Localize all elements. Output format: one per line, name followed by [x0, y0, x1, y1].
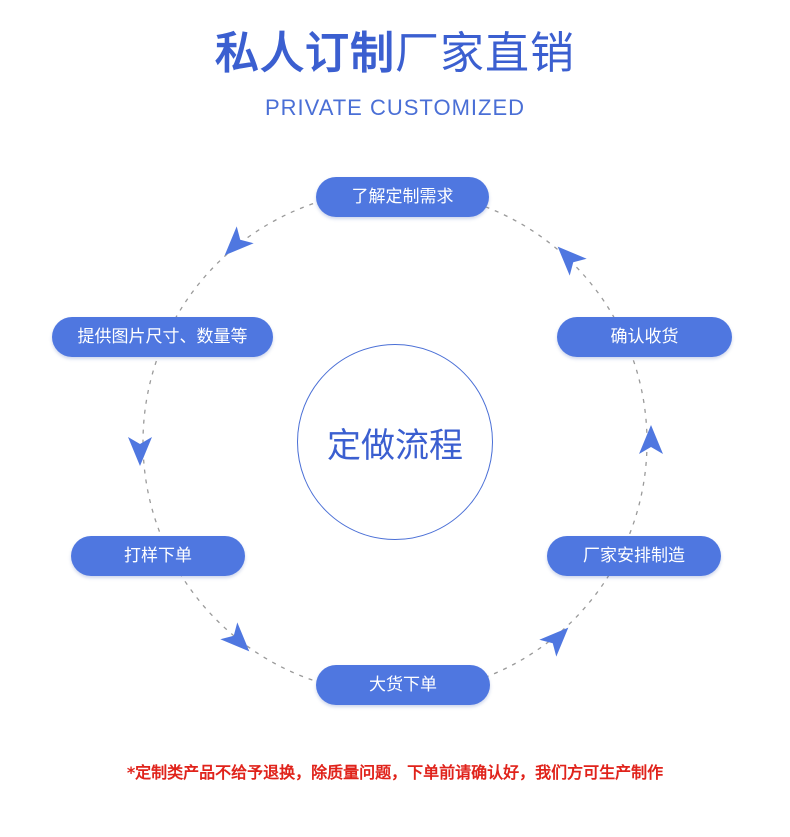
flow-arrowheads [128, 226, 663, 657]
center-label: 定做流程 [327, 425, 463, 466]
title-bold: 私人订制 [215, 28, 395, 79]
page-title: 私人订制厂家直销 [0, 26, 790, 82]
step-label: 厂家安排制造 [583, 546, 685, 566]
step-bulk-order: 大货下单 [316, 665, 490, 705]
step-label: 提供图片尺寸、数量等 [77, 327, 248, 347]
step-label: 打样下单 [124, 546, 192, 566]
flow-arrow-icon [224, 226, 254, 256]
custom-order-notice: *定制类产品不给予退换，除质量问题，下单前请确认好，我们方可生产制作 [126, 763, 664, 782]
title-light: 厂家直销 [395, 28, 575, 79]
step-factory-manufacture: 厂家安排制造 [547, 536, 721, 576]
step-understand-requirements: 了解定制需求 [316, 177, 489, 217]
flow-arrow-icon [557, 246, 587, 276]
page-subtitle: PRIVATE CUSTOMIZED [264, 95, 526, 120]
center-circle: 定做流程 [297, 344, 493, 540]
flow-arrow-icon [128, 437, 152, 466]
step-label: 确认收货 [610, 327, 679, 347]
step-provide-details: 提供图片尺寸、数量等 [52, 317, 273, 357]
step-sample-order: 打样下单 [71, 536, 245, 576]
step-confirm-receipt: 确认收货 [557, 317, 732, 357]
step-label: 了解定制需求 [351, 187, 454, 207]
step-label: 大货下单 [369, 675, 437, 695]
flow-arrow-icon [220, 622, 250, 652]
flow-arrow-icon [639, 425, 663, 454]
flow-arrow-icon [539, 627, 569, 657]
